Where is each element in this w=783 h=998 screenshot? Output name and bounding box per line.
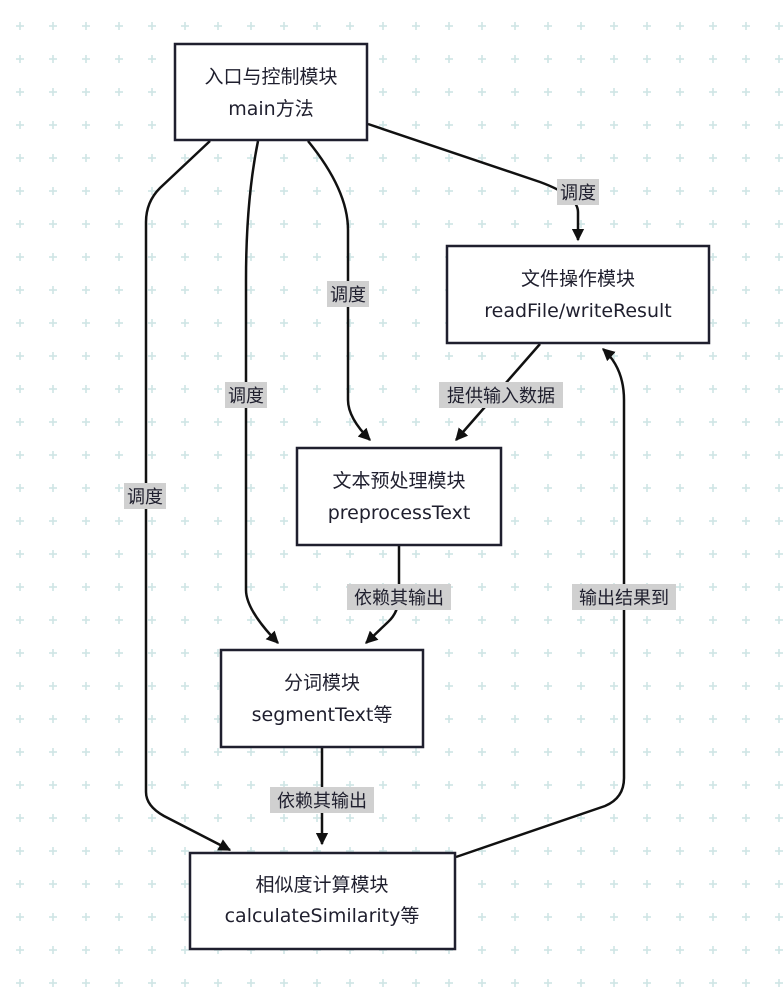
edge-label-seg-sim: 依赖其输出 <box>270 787 374 813</box>
svg-text:入口与控制模块: 入口与控制模块 <box>204 66 337 88</box>
svg-text:相似度计算模块: 相似度计算模块 <box>255 874 388 896</box>
svg-text:调度: 调度 <box>228 386 264 407</box>
edge-main-to-seg <box>244 140 279 644</box>
svg-text:文件操作模块: 文件操作模块 <box>521 268 635 290</box>
edge-label-main-file: 调度 <box>557 179 599 205</box>
svg-text:输出结果到: 输出结果到 <box>579 588 669 609</box>
node-file-ops: 文件操作模块 readFile/writeResult <box>445 244 711 345</box>
svg-text:依赖其输出: 依赖其输出 <box>354 588 444 609</box>
svg-text:segmentText等: segmentText等 <box>252 704 393 726</box>
edge-label-main-prep: 调度 <box>327 281 369 307</box>
svg-text:preprocessText: preprocessText <box>328 502 471 524</box>
svg-text:calculateSimilarity等: calculateSimilarity等 <box>225 905 420 927</box>
edge-main-to-prep <box>307 140 371 441</box>
node-similarity: 相似度计算模块 calculateSimilarity等 <box>188 851 457 951</box>
node-text-preprocess: 文本预处理模块 preprocessText <box>295 446 503 547</box>
edge-label-sim-file: 输出结果到 <box>572 584 676 610</box>
svg-text:文本预处理模块: 文本预处理模块 <box>332 470 465 492</box>
edge-main-to-file <box>367 122 585 242</box>
svg-text:分词模块: 分词模块 <box>284 672 360 694</box>
edge-label-file-prep: 提供输入数据 <box>439 382 563 408</box>
node-entry-control: 入口与控制模块 main方法 <box>173 42 369 142</box>
svg-text:调度: 调度 <box>560 183 596 204</box>
edge-label-prep-seg: 依赖其输出 <box>347 584 451 610</box>
edge-label-main-sim: 调度 <box>124 483 166 509</box>
svg-text:依赖其输出: 依赖其输出 <box>277 791 367 812</box>
svg-text:调度: 调度 <box>330 285 366 306</box>
svg-text:readFile/writeResult: readFile/writeResult <box>484 300 671 322</box>
svg-text:提供输入数据: 提供输入数据 <box>447 386 555 407</box>
node-segmentation: 分词模块 segmentText等 <box>219 648 425 749</box>
edge-label-main-seg: 调度 <box>225 382 267 408</box>
svg-text:main方法: main方法 <box>228 98 313 120</box>
edge-sim-to-file <box>455 348 626 859</box>
svg-text:调度: 调度 <box>127 487 163 508</box>
